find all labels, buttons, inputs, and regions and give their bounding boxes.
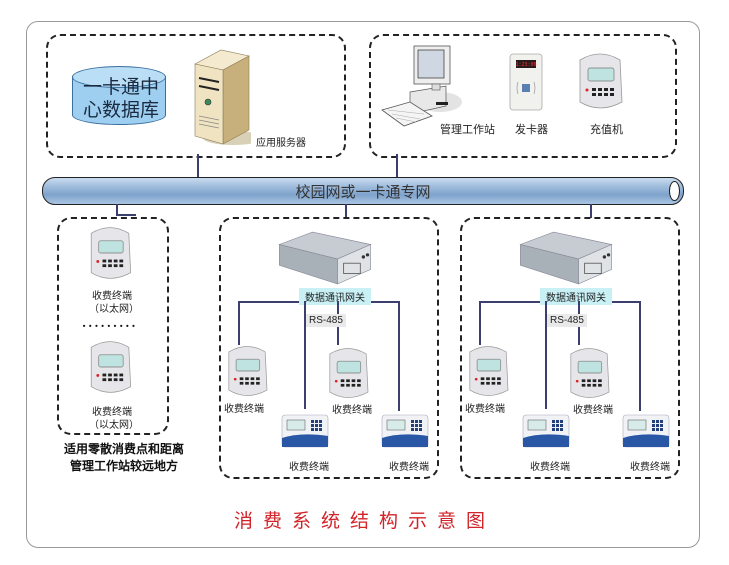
rs485-label: RS-485 <box>547 314 587 327</box>
drop-line <box>639 301 641 411</box>
terminal-sub-label: （以太网） <box>89 420 139 431</box>
pos-terminal-icon <box>329 348 369 398</box>
server-icon <box>194 49 251 145</box>
drop-line <box>238 301 240 345</box>
pos-terminal-icon <box>90 341 132 393</box>
workstation-label: 管理工作站 <box>440 123 495 136</box>
management-group-box <box>369 34 677 158</box>
desktop-terminal-icon <box>381 414 429 448</box>
connector-ethernet-h <box>116 214 136 216</box>
connector-server <box>197 154 199 178</box>
database-cylinder: 一卡通中 心数据库 <box>72 66 166 136</box>
terminal-sub-label: （以太网） <box>89 304 139 315</box>
terminal-label: 收费终端 <box>630 462 670 473</box>
gateway-label: 数据通讯网关 <box>299 288 371 305</box>
ethernet-group-box <box>57 217 169 435</box>
pos-terminal-icon <box>570 348 610 398</box>
terminal-label: 收费终端 <box>530 462 570 473</box>
recharge-machine-icon <box>579 53 623 109</box>
rs485-label: RS-485 <box>306 314 346 327</box>
diagram-title: 消费系统结构示意图 <box>233 510 495 532</box>
pos-terminal-icon <box>469 346 509 396</box>
svg-text:1:23:06: 1:23:06 <box>515 62 536 68</box>
desktop-terminal-icon <box>522 414 570 448</box>
network-backbone: 校园网或一卡通专网 <box>42 177 684 205</box>
desktop-terminal-icon <box>281 414 329 448</box>
connector-management <box>396 154 398 178</box>
gateway-device-icon <box>278 231 372 285</box>
database-label: 一卡通中 心数据库 <box>82 76 159 121</box>
terminal-label: 收费终端 <box>573 405 613 416</box>
gateway-group-box <box>219 217 439 479</box>
terminal-label: 收费终端 <box>289 462 329 473</box>
ethernet-group-note: 适用零散消费点和距离 管理工作站较远地方 <box>63 442 184 473</box>
desktop-terminal-icon <box>622 414 670 448</box>
recharge-label: 充值机 <box>590 123 623 136</box>
ellipsis: ········· <box>82 319 138 333</box>
drop-line <box>398 301 400 411</box>
connector-ethernet <box>116 204 118 216</box>
terminal-label: 收费终端 <box>224 404 264 415</box>
connector-gateway-2 <box>590 204 592 218</box>
terminal-label: 收费终端 <box>92 291 132 302</box>
drop-line <box>304 301 306 409</box>
server-label: 应用服务器 <box>256 138 306 149</box>
gateway-group-box <box>460 217 680 479</box>
gateway-device-icon <box>519 231 613 285</box>
workstation-icon <box>381 45 462 127</box>
pos-terminal-icon <box>90 227 132 279</box>
terminal-label: 收费终端 <box>92 407 132 418</box>
terminal-label: 收费终端 <box>332 405 372 416</box>
drop-line <box>479 301 481 345</box>
connector-gateway-1 <box>345 204 347 218</box>
center-group-box <box>46 34 346 158</box>
card-issuer-icon: 1:23:06 <box>509 53 543 111</box>
terminal-label: 收费终端 <box>389 462 429 473</box>
gateway-label: 数据通讯网关 <box>540 288 612 305</box>
terminal-label: 收费终端 <box>465 404 505 415</box>
pos-terminal-icon <box>228 346 268 396</box>
card-issuer-label: 发卡器 <box>515 123 548 136</box>
network-label: 校园网或一卡通专网 <box>295 183 431 201</box>
pipe-end <box>669 181 680 201</box>
drop-line <box>545 301 547 409</box>
